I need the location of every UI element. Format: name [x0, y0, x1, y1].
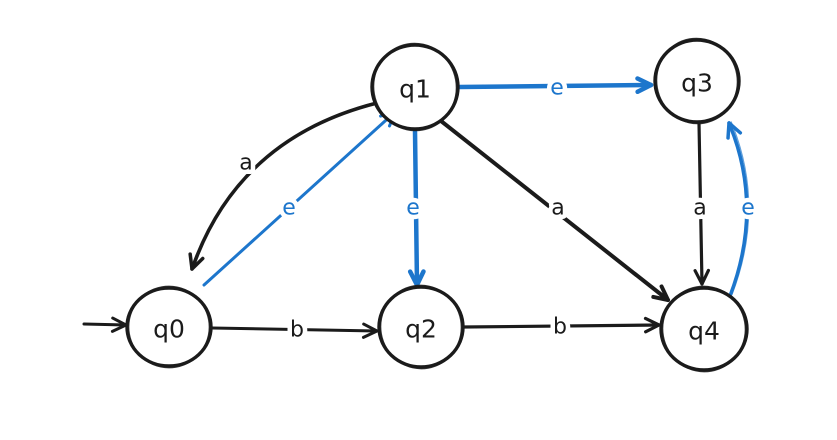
transition-label-q1-q2: e: [406, 196, 420, 221]
start-arrow: [82, 316, 128, 333]
arrowhead-icon: [188, 252, 205, 271]
transition-label-q1-q3: e: [550, 76, 564, 101]
arrowhead-icon: [361, 322, 379, 339]
arrowhead-icon: [651, 284, 670, 302]
state-q4: q4: [659, 285, 749, 373]
transition-q0-q1: e: [202, 110, 397, 287]
transition-q1-q2: e: [402, 128, 426, 288]
transition-q1-q3: e: [456, 71, 654, 105]
state-q0: q0: [125, 285, 213, 369]
transition-label-q0-q1: e: [282, 196, 296, 221]
transition-q1-q0: a: [188, 100, 380, 271]
state-q1: q1: [370, 42, 460, 132]
state-label-q3: q3: [681, 69, 713, 98]
transition-label-q3-q4: a: [693, 196, 706, 221]
state-label-q0: q0: [153, 315, 185, 344]
state-label-q1: q1: [399, 75, 431, 104]
state-label-q4: q4: [688, 317, 720, 346]
transition-label-q2-q4: b: [553, 315, 567, 340]
state-q3: q3: [653, 37, 741, 125]
transition-label-q1-q4: a: [551, 196, 564, 221]
arrowhead-icon: [726, 121, 743, 140]
transition-label-q4-q3: e: [741, 196, 755, 221]
state-q2: q2: [377, 284, 465, 370]
transition-q2-q4: b: [462, 310, 661, 344]
arrowhead-icon: [635, 76, 654, 95]
state-label-q2: q2: [405, 315, 437, 344]
transition-label-q0-q2: b: [290, 318, 304, 343]
transition-q0-q2: b: [210, 313, 379, 347]
arrowhead-icon: [643, 316, 661, 334]
transition-q4-q3: e: [726, 121, 759, 298]
arrowhead-icon: [693, 268, 711, 286]
transition-q1-q4: a: [439, 119, 670, 302]
transition-q3-q4: a: [689, 121, 711, 286]
transition-label-q1-q0: a: [239, 151, 252, 176]
